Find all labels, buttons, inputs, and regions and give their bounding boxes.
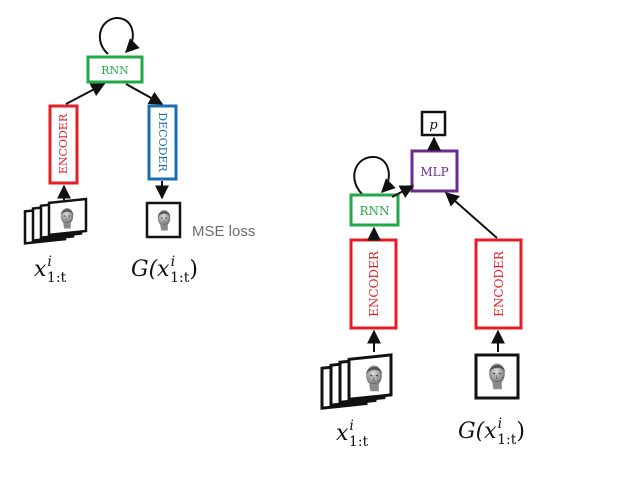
right-arrow-encoder2-mlp — [444, 192, 498, 239]
left-encoder-label: ENCODER — [57, 113, 70, 174]
left-rnn-label: RNN — [101, 64, 129, 77]
mse-loss-label: MSE loss — [192, 223, 255, 240]
right-encoder-2-label: ENCODER — [492, 250, 506, 317]
left-encoder-box — [48, 104, 79, 185]
right-diagram: p MLP RNN ENCODER ENCODER — [320, 110, 525, 450]
frame-stack-icon — [320, 353, 393, 410]
left-decoder-label: DECODER — [156, 112, 169, 172]
p-output-box — [420, 110, 447, 137]
mlp-label: MLP — [420, 165, 448, 179]
right-encoder-1-label: ENCODER — [367, 250, 381, 317]
left-decoder-box — [147, 104, 178, 181]
p-label: p — [429, 118, 438, 133]
frame-stack-icon — [23, 197, 88, 245]
right-arrow-rnn-mlp — [391, 185, 415, 199]
right-rnn-box — [349, 193, 400, 227]
loop-arrow-icon — [98, 16, 140, 55]
mlp-box — [410, 149, 459, 193]
left-arrow-rnn-decoder — [125, 83, 164, 105]
left-rnn-box — [86, 55, 144, 84]
left-arrow-encoder-rnn — [65, 83, 106, 105]
loop-arrow-icon — [353, 155, 396, 195]
right-rnn-label: RNN — [359, 204, 389, 218]
right-encoder-2-box — [474, 238, 523, 330]
